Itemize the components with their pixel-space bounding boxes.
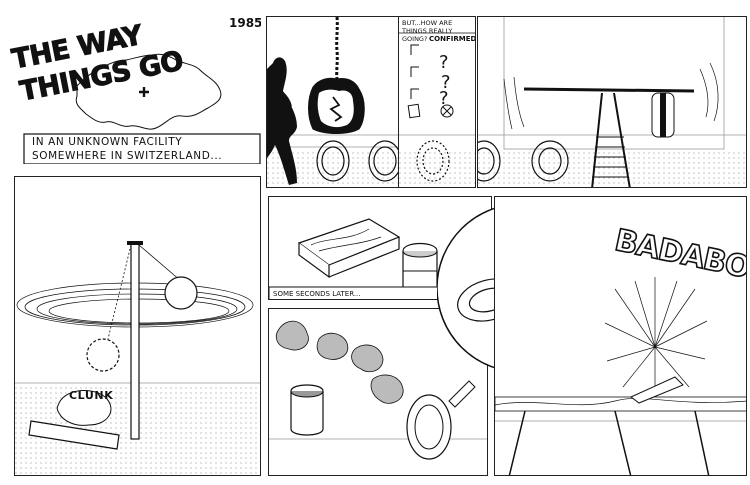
pole-spin-drawing (15, 241, 260, 475)
swiss-map-drawing (23, 53, 261, 164)
panel-runner-bag: ?!? (266, 16, 399, 188)
question-mark-1: ? (439, 52, 449, 73)
map-marker (139, 87, 149, 97)
panel-seesaw (477, 16, 747, 188)
seesaw-drawing (478, 17, 746, 187)
panel-pole-spin: CLUNK (14, 176, 261, 476)
checklist-drawing (399, 32, 475, 187)
panel-badaboom: BADABOOM (494, 196, 747, 476)
panel-title-map: THE WAY THINGS GO 1985 IN AN UNKNOWN FAC… (2, 8, 261, 164)
smoke-drawing (269, 320, 487, 460)
confirmed-label: CONFIRMED (429, 35, 476, 43)
caption-panel-1: IN AN UNKNOWN FACILITY SOMEWHERE IN SWIT… (32, 136, 223, 162)
question-mark-2: ? (441, 72, 451, 93)
box-can-drawing (269, 218, 491, 299)
caption-panel-3: BUT...HOW ARE THINGS REALLY GOING? (402, 19, 453, 43)
runner-bag-drawing (267, 17, 398, 187)
firework-drawing (495, 277, 746, 475)
panel-checklist: BUT...HOW ARE THINGS REALLY GOING? CONFI… (398, 16, 476, 188)
sfx-clunk: CLUNK (69, 389, 114, 402)
year-label: 1985 (229, 16, 261, 30)
question-mark-3: ? (439, 88, 449, 109)
caption-panel-6: SOME SECONDS LATER... (273, 290, 361, 298)
